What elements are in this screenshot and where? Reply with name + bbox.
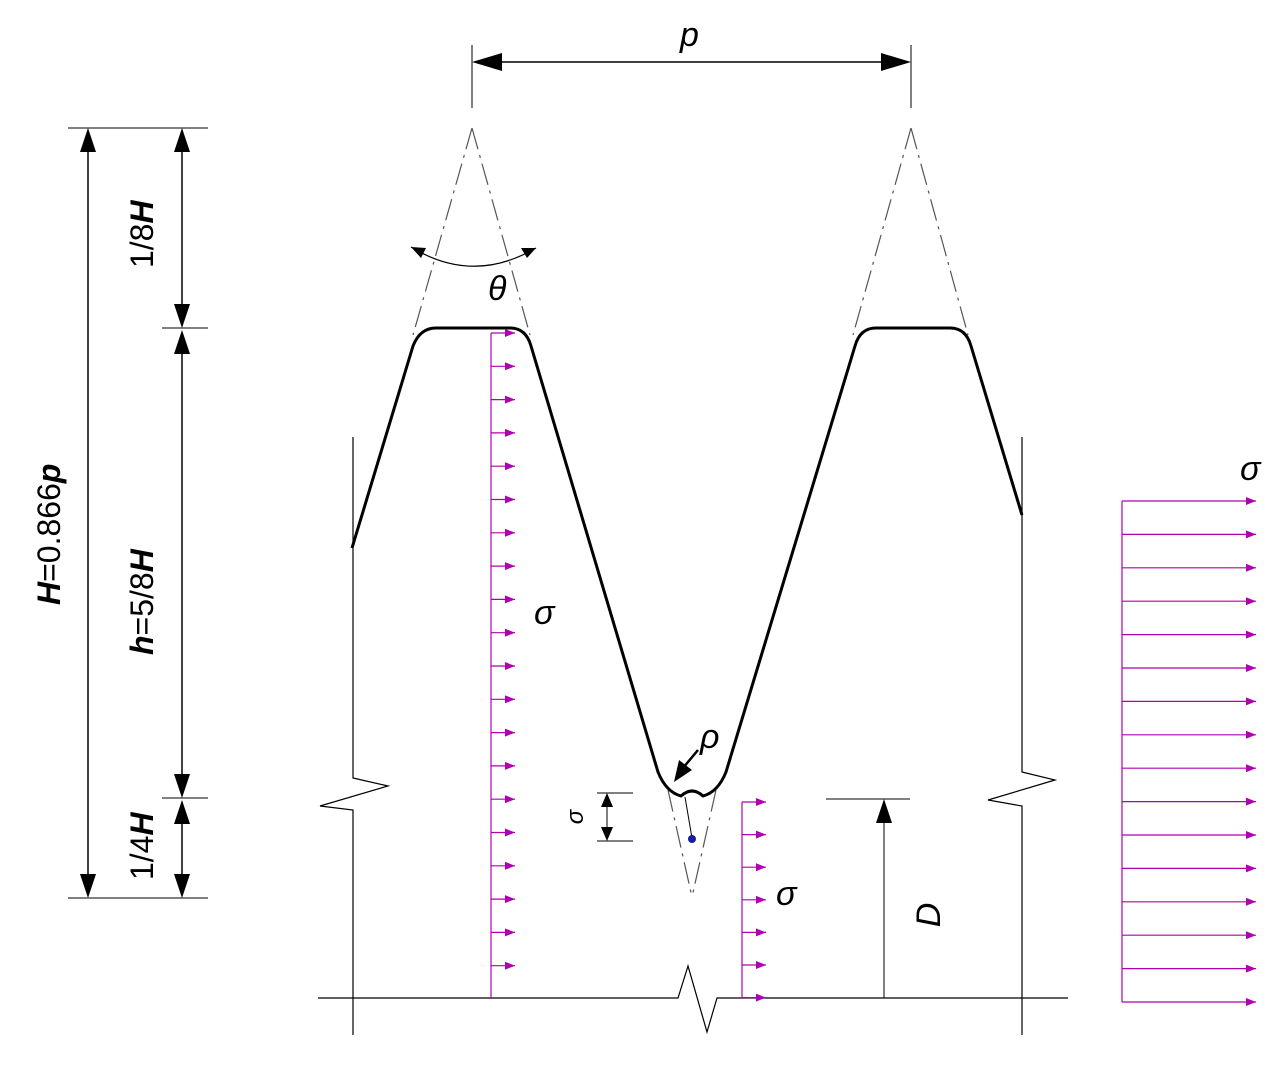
stress-arrows-root bbox=[741, 798, 766, 1002]
height-dimensions: H=0.866p 1/8H h=5/8H 1/4H bbox=[31, 127, 208, 899]
diameter-dimension: D bbox=[826, 798, 948, 998]
root-truncation-label: 1/4H bbox=[124, 812, 160, 880]
pitch-label: p bbox=[679, 16, 699, 54]
diameter-label: D bbox=[910, 903, 948, 928]
root-offset-label: σ bbox=[562, 808, 589, 824]
flank-angle: θ bbox=[410, 246, 537, 308]
pitch-dimension: p bbox=[471, 16, 912, 108]
root-offset-dimension: σ bbox=[562, 792, 633, 842]
stress-tooth-label: σ bbox=[534, 594, 556, 632]
stress-applied-label: σ bbox=[1240, 450, 1262, 488]
root-radius-label: ρ bbox=[699, 718, 719, 756]
stress-root-label: σ bbox=[776, 875, 798, 913]
thread-profile bbox=[350, 326, 1024, 843]
root-center-point bbox=[688, 835, 696, 843]
stress-arrows-tooth bbox=[490, 329, 515, 998]
thread-depth-label: h=5/8H bbox=[124, 548, 160, 655]
angle-label: θ bbox=[488, 270, 507, 308]
stress-arrows-applied bbox=[1121, 497, 1256, 1006]
construction-lines bbox=[412, 127, 969, 898]
break-lines bbox=[318, 437, 1068, 1035]
full-height-label: H=0.866p bbox=[31, 464, 67, 605]
root-radius: ρ bbox=[674, 718, 719, 782]
crest-truncation-label: 1/8H bbox=[124, 200, 160, 268]
